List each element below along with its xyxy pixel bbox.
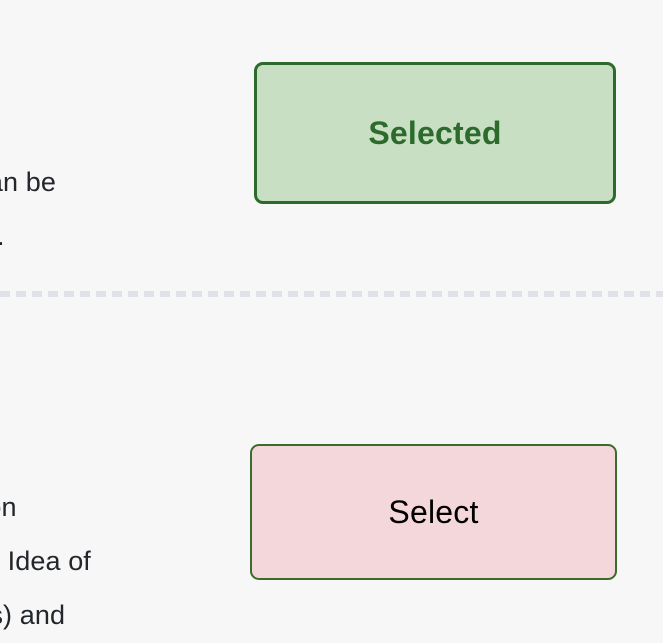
select-button[interactable]: Select (250, 444, 617, 580)
option-description-bottom: ession 2 Big Idea of alues) and (0, 480, 236, 642)
option-description-line: alues) and (0, 600, 66, 630)
option-card-unselected[interactable]: ession 2 Big Idea of alues) and Select (0, 300, 663, 643)
dashed-divider (0, 291, 663, 297)
option-description-top: ce can be ation. (0, 155, 236, 263)
option-description-line: 2 Big Idea of (0, 546, 91, 576)
option-description-line: ation. (0, 209, 236, 263)
selected-button[interactable]: Selected (254, 62, 616, 204)
option-card-selected[interactable]: ce can be ation. Selected (0, 0, 663, 294)
option-description-line: ession (0, 492, 17, 522)
option-description-line: ce can be (0, 167, 56, 197)
